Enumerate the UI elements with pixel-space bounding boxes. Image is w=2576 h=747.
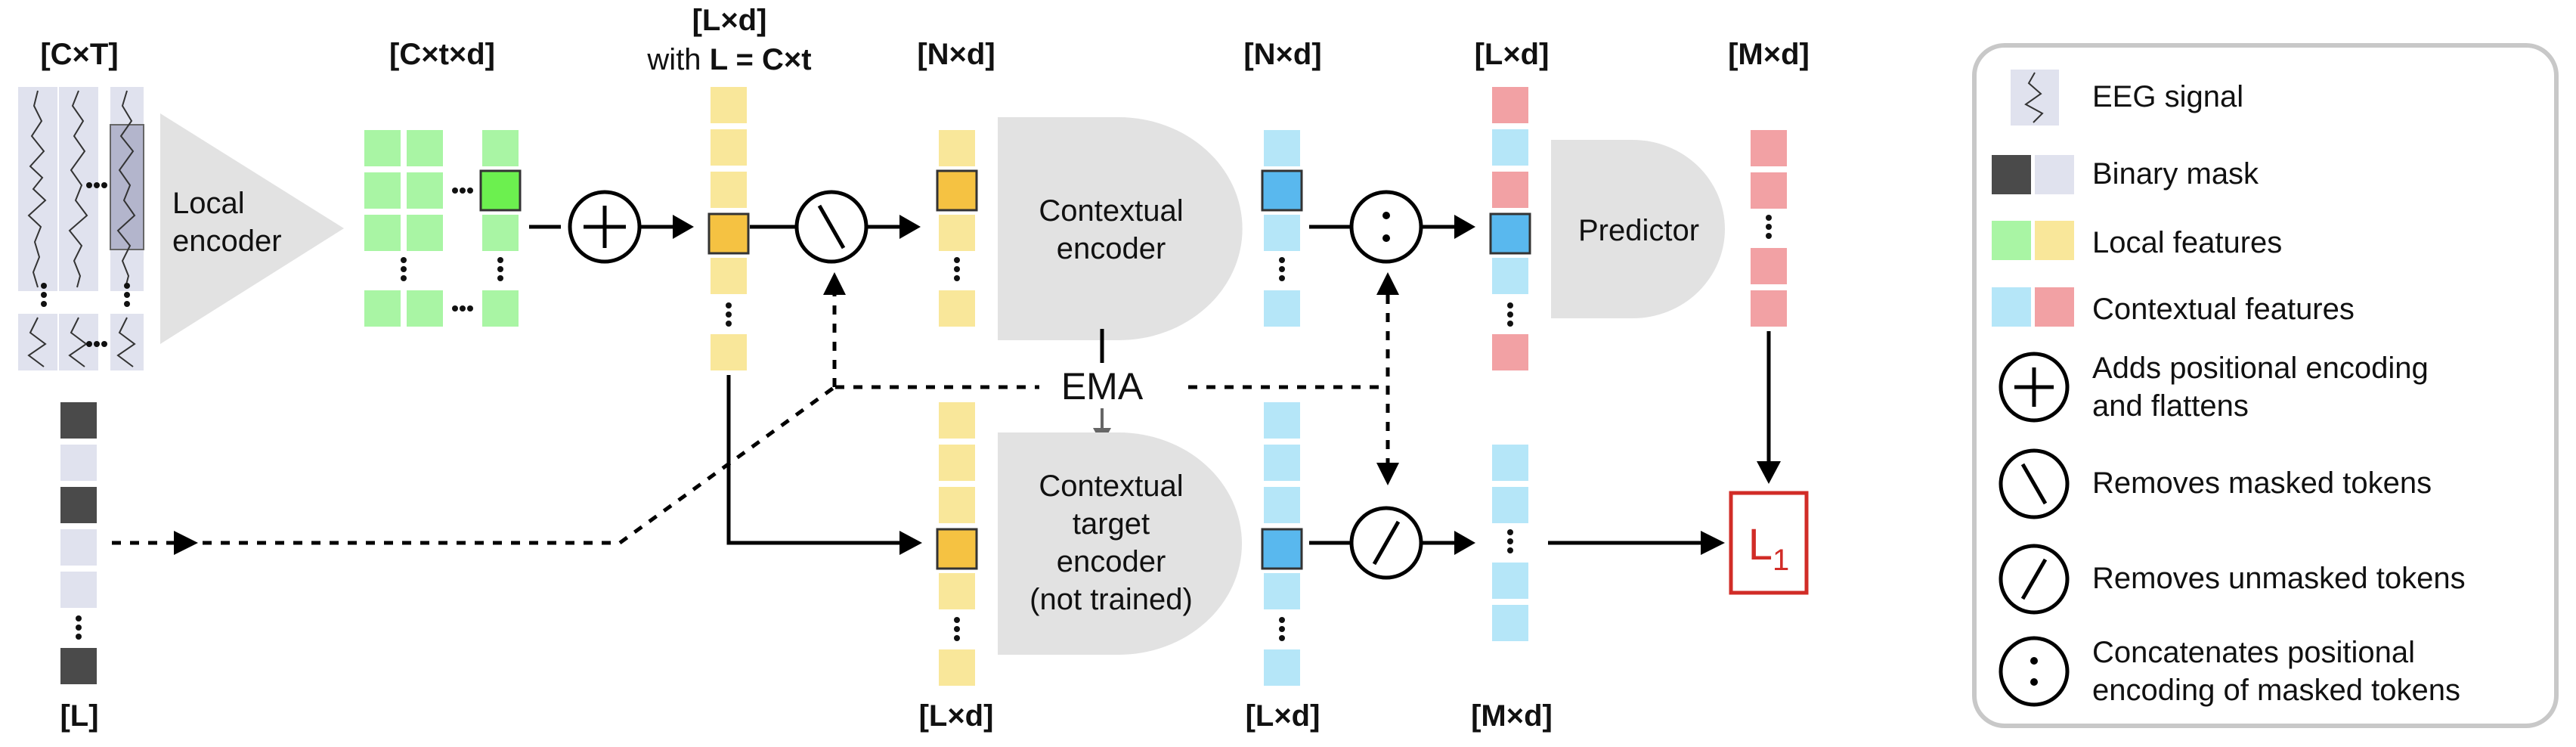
legend-panel: EEG signal Binary mask Local features Co… <box>1972 43 2559 728</box>
legend-encoding-masked-tokens: encoding of masked tokens <box>2092 674 2460 707</box>
legend-adds-positional-encoding: Adds positional encoding <box>2092 352 2429 385</box>
dim-target-output: [L×d] <box>1246 699 1321 733</box>
context-input-tokens <box>936 127 978 330</box>
dim-mask: [L] <box>60 699 98 733</box>
legend-binary-mask: Binary mask <box>2092 157 2259 191</box>
contextual-target-encoder-block: Contextual target encoder (not trained) <box>998 432 1243 655</box>
legend-slash-icon <box>1999 544 2070 615</box>
dim-eeg-input: [C×T] <box>40 38 118 71</box>
plus-operator-icon <box>568 190 642 264</box>
dim-local-features: [C×t×d] <box>389 38 495 71</box>
dim-predictor-output: [M×d] <box>1728 38 1810 71</box>
local-features-grid <box>361 127 522 330</box>
predictor-input-tokens <box>1489 84 1531 374</box>
legend-eeg-signal: EEG signal <box>2092 80 2243 113</box>
legend-local-features-icon <box>1992 221 2074 260</box>
legend-plus-icon <box>1999 352 2070 423</box>
mask-dashed-path <box>203 385 836 545</box>
legend-local-features: Local features <box>2092 226 2282 259</box>
dim-context-input: [N×d] <box>917 38 995 71</box>
contextual-encoder-block: Contextual encoder <box>998 117 1243 340</box>
local-encoder-label-2: encoder <box>172 225 282 258</box>
legend-backslash-icon <box>1999 448 2070 519</box>
l1-loss-label: L1 <box>1748 520 1790 577</box>
dim-target-selected: [M×d] <box>1471 699 1553 733</box>
remove-masked-operator-icon <box>794 190 868 264</box>
legend-and-flattens: and flattens <box>2092 389 2249 423</box>
legend-contextual-features: Contextual features <box>2092 293 2355 326</box>
legend-contextual-features-icon <box>1992 287 2074 327</box>
binary-mask-column <box>57 399 100 687</box>
dim-flattened-formula: with L = C×t <box>646 43 811 76</box>
concat-positional-operator-icon <box>1349 190 1423 264</box>
predictor-label: Predictor <box>1578 214 1699 247</box>
local-encoder-block: Local encoder <box>160 113 344 344</box>
legend-removes-masked-tokens: Removes masked tokens <box>2092 466 2432 500</box>
predictor-output-tokens <box>1748 127 1790 330</box>
dim-predictor-input: [L×d] <box>1475 38 1550 71</box>
local-encoder-label-1: Local <box>172 187 245 220</box>
target-encoder-label-3: encoder <box>1057 545 1166 578</box>
target-encoder-label-1: Contextual <box>1039 470 1183 503</box>
eeg-signal-input <box>18 87 144 370</box>
legend-concatenates-positional: Concatenates positional <box>2092 636 2415 669</box>
context-output-tokens <box>1261 127 1303 330</box>
legend-binary-mask-icon <box>1992 155 2074 194</box>
target-input-tokens <box>936 399 978 689</box>
dim-flattened: [L×d] <box>692 4 767 37</box>
target-encoder-label-4: (not trained) <box>1029 583 1193 616</box>
remove-unmasked-operator-icon <box>1349 506 1423 580</box>
l1-loss-box: L1 <box>1729 491 1809 595</box>
target-output-tokens <box>1261 399 1303 689</box>
target-encoder-label-2: target <box>1073 507 1150 541</box>
predictor-block: Predictor <box>1551 140 1725 318</box>
target-selected-tokens <box>1489 442 1531 644</box>
legend-eeg-signal-icon <box>2011 70 2059 126</box>
legend-colon-icon <box>1999 636 2070 707</box>
dim-context-output: [N×d] <box>1243 38 1321 71</box>
dim-target-input: [L×d] <box>919 699 994 733</box>
flattened-token-column <box>707 84 750 374</box>
contextual-encoder-label-1: Contextual <box>1039 194 1183 228</box>
contextual-encoder-label-2: encoder <box>1057 232 1166 265</box>
ema-label: EMA <box>1061 365 1144 408</box>
legend-removes-unmasked-tokens: Removes unmasked tokens <box>2092 562 2466 595</box>
